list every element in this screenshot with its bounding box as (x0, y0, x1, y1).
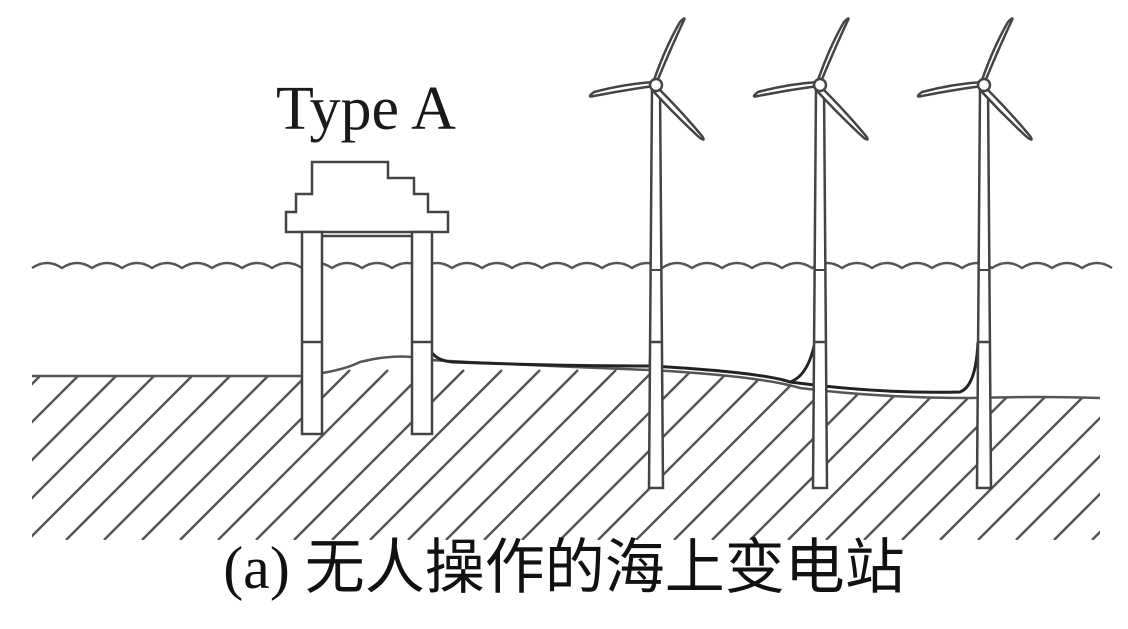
hatch-line (179, 369, 351, 540)
turbine-hub (648, 77, 664, 93)
turbine-blade (816, 86, 869, 141)
hatch-line (711, 369, 883, 540)
offshore-substation-diagram (0, 17, 1113, 540)
hatch-line (293, 369, 465, 540)
hatch-line (32, 369, 161, 540)
figure-caption: (a) 无人操作的海上变电站 (223, 535, 905, 601)
hatch-line (635, 369, 807, 540)
hatch-line (32, 369, 199, 540)
turbine-3 (916, 17, 1033, 490)
hatch-line (483, 369, 655, 540)
hatch-line (103, 369, 275, 540)
hatch-line (445, 369, 617, 540)
seabed-line (32, 355, 1101, 400)
hatch-line (369, 369, 541, 540)
hatch-line (32, 369, 47, 540)
substation-type-a (284, 160, 450, 436)
hatch-line (141, 369, 313, 540)
hatch-line (65, 369, 237, 540)
hatch-line (939, 369, 1100, 540)
turbine-2 (752, 17, 869, 490)
turbine-1 (588, 17, 705, 490)
hatch-line (407, 369, 579, 540)
turbine-tower (811, 84, 829, 490)
turbine-tower (647, 84, 665, 490)
turbine-tower (975, 84, 993, 490)
hatch-line (825, 369, 997, 540)
hatch-line (597, 369, 769, 540)
hatch-line (0, 370, 8, 540)
substation-label: Type A (276, 75, 456, 143)
turbine-blade (752, 80, 820, 98)
turbine-blade (652, 17, 686, 88)
hatch-line (977, 369, 1100, 540)
turbine-blade (652, 86, 705, 141)
hatch-line (255, 369, 427, 540)
hatch-line (32, 369, 123, 540)
turbine-blade (816, 17, 850, 88)
hatch-line (521, 369, 693, 540)
turbine-blade (588, 80, 656, 98)
hatch-line (331, 369, 503, 540)
turbine-blade (980, 17, 1014, 88)
hatch-line (1053, 369, 1100, 540)
turbine-hub (812, 77, 828, 93)
hatch-line (1015, 369, 1100, 540)
hatch-line (217, 369, 389, 540)
sea-surface-waves (31, 261, 1113, 270)
hatch-line (559, 369, 731, 540)
turbine-blade (980, 86, 1033, 141)
hatch-line (32, 369, 85, 540)
seabed-hatching (0, 369, 1100, 540)
turbine-blade (916, 80, 984, 98)
hatch-line (1091, 369, 1100, 540)
turbine-hub (976, 77, 992, 93)
hatch-line (749, 369, 921, 540)
